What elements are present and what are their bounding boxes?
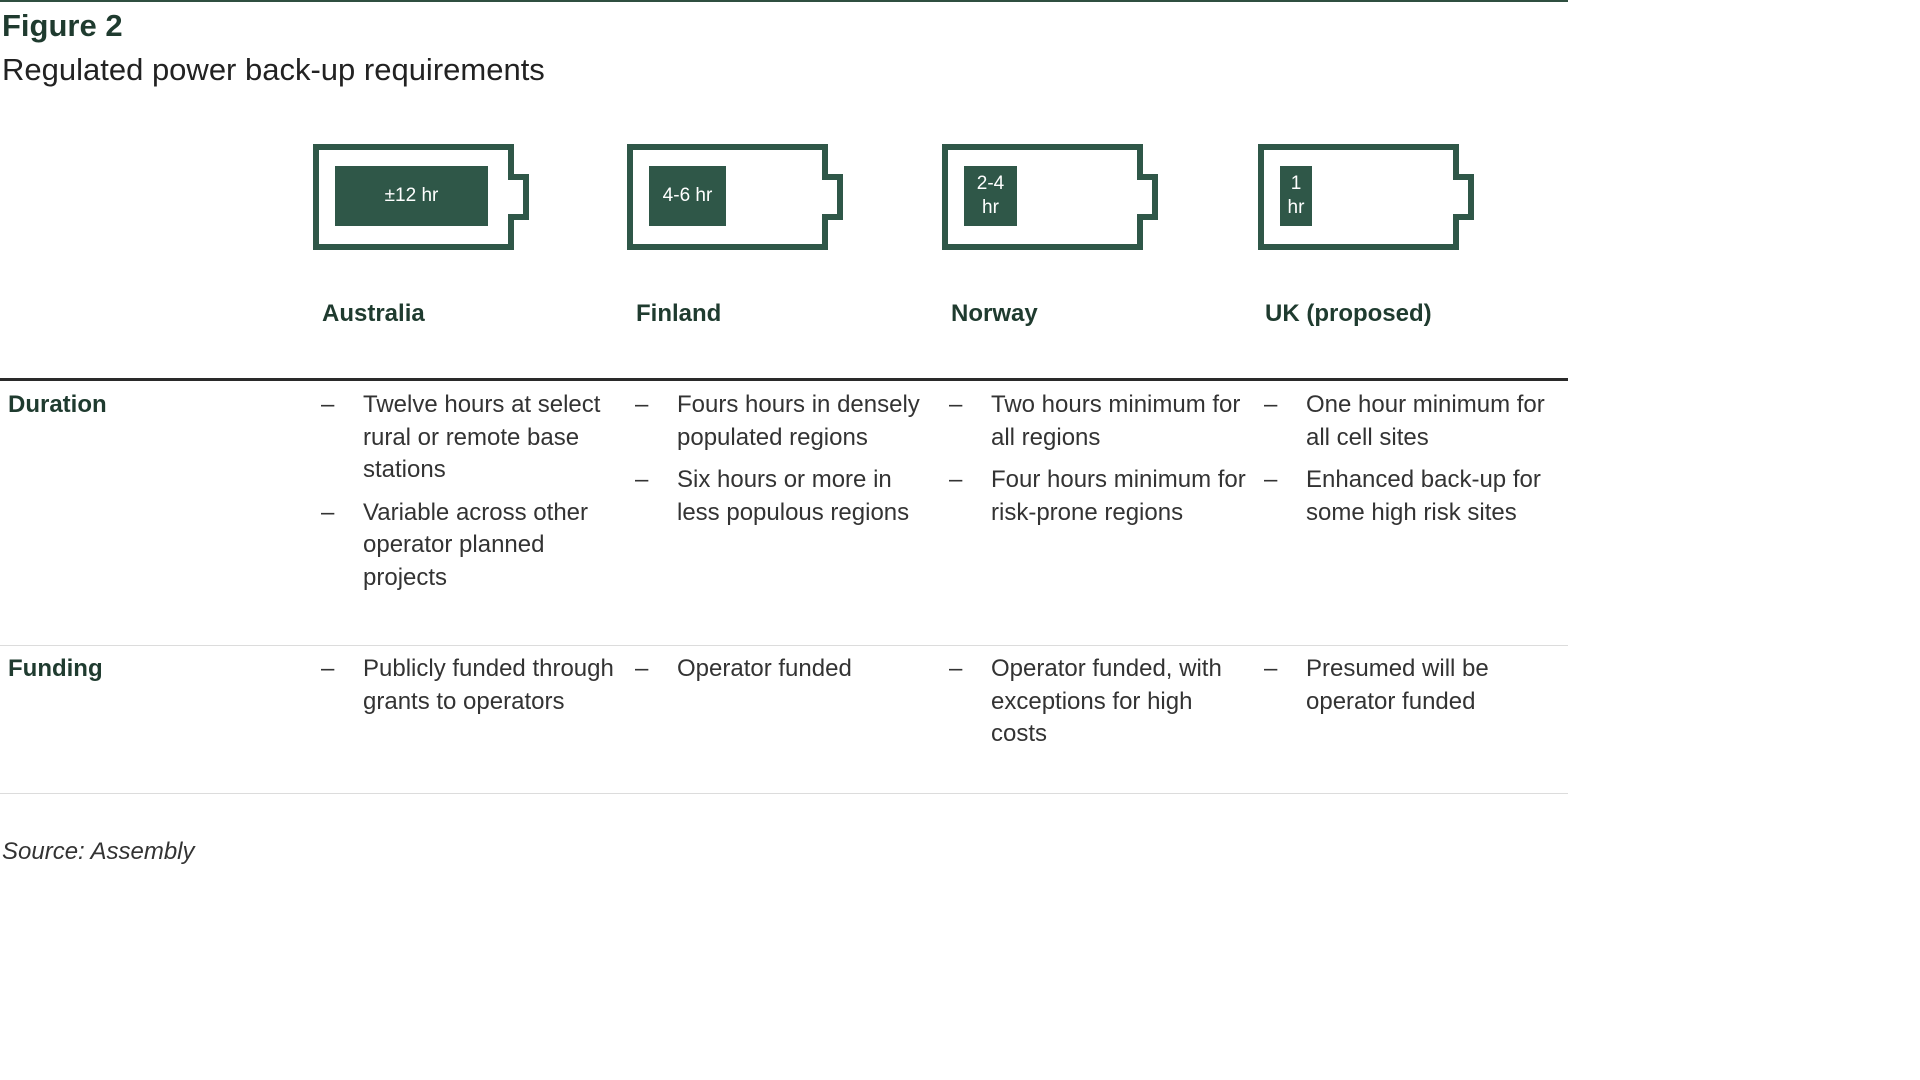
duration-cell-australia: –Twelve hours at select rural or remote … xyxy=(321,389,621,604)
top-rule xyxy=(0,0,1568,2)
list-item: –Six hours or more in less populous regi… xyxy=(635,466,910,526)
header-divider xyxy=(0,378,1568,381)
row-divider xyxy=(0,645,1568,646)
country-header-australia: Australia xyxy=(322,300,425,327)
country-header-finland: Finland xyxy=(636,300,722,327)
country-header-norway: Norway xyxy=(951,300,1038,327)
funding-cell-norway: –Operator funded, with exceptions for hi… xyxy=(949,653,1249,761)
bullet-dash: – xyxy=(321,391,335,418)
bullet-dash: – xyxy=(635,655,649,682)
list-item: –Fours hours in densely populated region… xyxy=(635,391,920,451)
bullet-dash: – xyxy=(321,498,335,526)
figure-title: Regulated power back-up requirements xyxy=(2,52,545,87)
list-item: –Twelve hours at select rural or remote … xyxy=(321,391,601,483)
bullet-dash: – xyxy=(1264,655,1278,682)
list-item: –Two hours minimum for all regions xyxy=(949,391,1241,451)
bullet-dash: – xyxy=(635,391,649,418)
battery-level-label: 4-6 hr xyxy=(662,185,713,206)
battery-level-fill xyxy=(1280,166,1312,226)
bullet-dash: – xyxy=(949,466,963,493)
funding-cell-finland: –Operator funded xyxy=(635,653,935,696)
source-note: Source: Assembly xyxy=(2,838,195,865)
battery-level-fill xyxy=(649,166,726,226)
duration-cell-uk: –One hour minimum for all cell sites –En… xyxy=(1264,389,1564,539)
row-label-funding: Funding xyxy=(8,655,103,682)
list-item: –Operator funded, with exceptions for hi… xyxy=(949,655,1222,747)
figure-label: Figure 2 xyxy=(2,8,123,43)
list-item: –Four hours minimum for risk-prone regio… xyxy=(949,466,1246,526)
table-bottom-rule xyxy=(0,793,1568,794)
battery-level-label: ±12 hr xyxy=(384,185,439,206)
funding-cell-australia: –Publicly funded through grants to opera… xyxy=(321,653,621,728)
bullet-dash: – xyxy=(321,655,335,682)
battery-icon-finland: 4-6 hr xyxy=(627,144,847,250)
duration-cell-norway: –Two hours minimum for all regions –Four… xyxy=(949,389,1249,539)
bullet-dash: – xyxy=(635,466,649,493)
list-item: –Variable across other operator planned … xyxy=(321,498,588,591)
funding-cell-uk: –Presumed will be operator funded xyxy=(1264,653,1564,728)
list-item: –Publicly funded through grants to opera… xyxy=(321,655,614,715)
row-label-duration: Duration xyxy=(8,391,107,418)
bullet-dash: – xyxy=(1264,391,1278,418)
battery-level-fill xyxy=(335,166,488,226)
list-item: –Presumed will be operator funded xyxy=(1264,655,1489,715)
battery-level-fill xyxy=(964,166,1017,226)
battery-icon-australia: ±12 hr xyxy=(313,144,533,250)
list-item: –Enhanced back-up for some high risk sit… xyxy=(1264,466,1541,526)
country-header-uk: UK (proposed) xyxy=(1265,300,1432,327)
bullet-dash: – xyxy=(949,655,963,682)
list-item: –Operator funded xyxy=(635,653,935,686)
duration-cell-finland: –Fours hours in densely populated region… xyxy=(635,389,935,539)
bullet-dash: – xyxy=(949,391,963,418)
list-item: –One hour minimum for all cell sites xyxy=(1264,391,1545,451)
bullet-dash: – xyxy=(1264,466,1278,493)
